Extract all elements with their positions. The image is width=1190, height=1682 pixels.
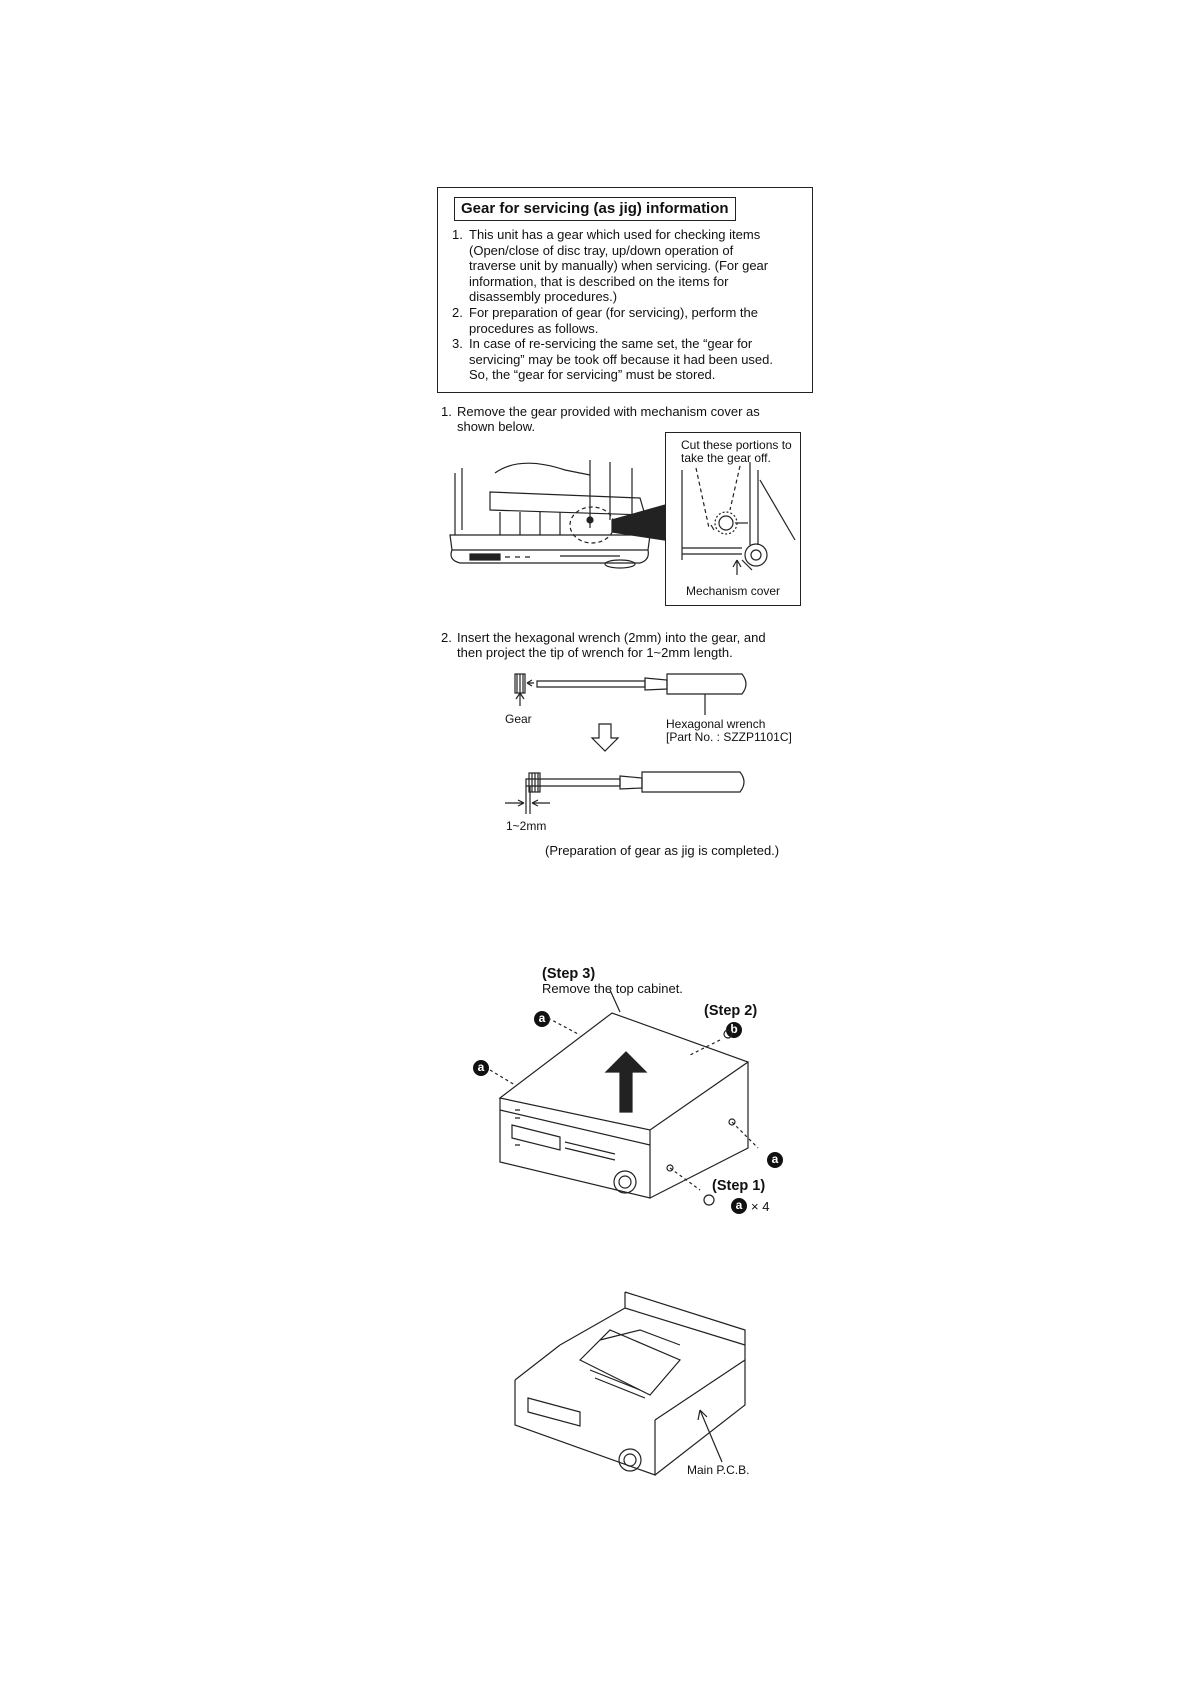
gear-info-box	[437, 187, 813, 393]
gear-label: Gear	[505, 712, 532, 726]
info-item-3: 3. In case of re-servicing the same set,…	[452, 336, 774, 383]
screw-badge-a-1: a	[534, 1011, 550, 1027]
screw-badge-b: b	[726, 1022, 742, 1038]
step3-title: (Step 3)	[542, 966, 596, 982]
screw-count: × 4	[751, 1199, 770, 1214]
top-cabinet-illustration	[489, 989, 759, 1206]
down-arrow-icon	[590, 723, 620, 752]
info-item-1: 1. This unit has a gear which used for c…	[452, 227, 769, 305]
gear-info-title: Gear for servicing (as jig) information	[454, 197, 736, 221]
hexagonal-wrench-label: Hexagonal wrench [Part No. : SZZP1101C]	[666, 717, 792, 744]
hexagonal-wrench-drawing-top	[514, 673, 747, 715]
main-pcb-illustration	[514, 1291, 746, 1476]
screw-badge-a-4: a	[731, 1198, 747, 1214]
step1-title: (Step 1)	[712, 1178, 766, 1194]
step1-number: 1.	[441, 404, 452, 419]
mechanism-cover-label: Mechanism cover	[686, 584, 781, 598]
screw-badge-a-3: a	[767, 1152, 783, 1168]
step2-title: (Step 2)	[704, 1003, 758, 1019]
main-pcb-label: Main P.C.B.	[687, 1463, 750, 1477]
length-label: 1~2mm	[506, 819, 547, 833]
screw-badge-a-2: a	[473, 1060, 489, 1076]
cut-portions-label: Cut these portions to take the gear off.	[681, 438, 792, 465]
step2-number: 2.	[441, 630, 452, 645]
mechanism-cover-illustration	[449, 460, 666, 569]
gear-callout-drawing	[681, 462, 796, 575]
step2-text: Insert the hexagonal wrench (2mm) into t…	[457, 630, 766, 660]
info-item-2: 2. For preparation of gear (for servicin…	[452, 305, 759, 336]
hexagonal-wrench-drawing-bottom	[505, 771, 745, 814]
step3-text: Remove the top cabinet.	[542, 981, 683, 996]
completed-note: (Preparation of gear as jig is completed…	[545, 843, 780, 858]
step1-text: Remove the gear provided with mechanism …	[457, 404, 760, 434]
